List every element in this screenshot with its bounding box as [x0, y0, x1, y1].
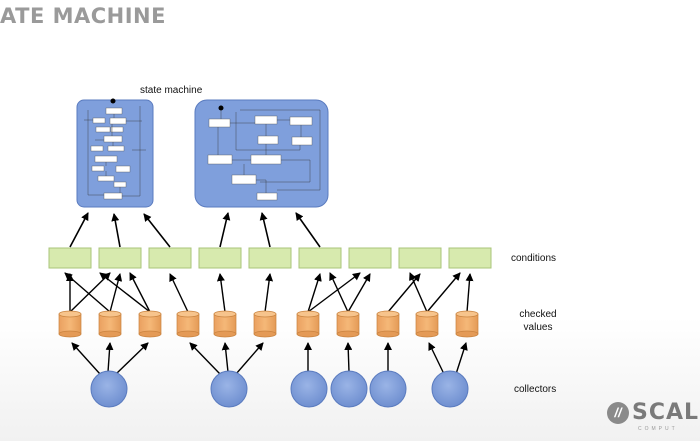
logo-subtext: COMPUT	[638, 426, 678, 432]
checked-value-cylinder	[213, 310, 237, 338]
state-machine-box-1	[76, 98, 154, 208]
collector-row	[90, 370, 469, 408]
condition-box	[298, 247, 342, 269]
state-machine-box-2	[194, 99, 329, 208]
arrows-to-state-machine-1	[69, 212, 171, 248]
collector-circle	[431, 370, 469, 408]
checked-value-cylinder	[58, 310, 82, 338]
collector-circle	[90, 370, 128, 408]
state-machine-label: state machine	[140, 85, 203, 96]
checked-value-cylinder	[138, 310, 162, 338]
checked-value-cylinder	[98, 310, 122, 338]
slide-title: ATE MACHINE	[0, 4, 166, 28]
condition-box	[448, 247, 492, 269]
checked-value-cylinder	[415, 310, 439, 338]
condition-box	[98, 247, 142, 269]
checked-value-cylinder	[336, 310, 360, 338]
checked-value-cylinder	[455, 310, 479, 338]
checked-value-cylinder	[296, 310, 320, 338]
checked-label-line1: checked	[519, 309, 557, 320]
condition-row	[48, 247, 492, 269]
conditions-label: conditions	[511, 253, 557, 264]
checked-label-line2: values	[523, 322, 553, 333]
condition-box	[198, 247, 242, 269]
collector-circle	[210, 370, 248, 408]
logo-mark-icon: //	[607, 401, 629, 424]
condition-box	[398, 247, 442, 269]
checked-value-cylinder	[176, 310, 200, 338]
condition-box	[348, 247, 392, 269]
collector-circle	[369, 370, 407, 408]
condition-box	[248, 247, 292, 269]
condition-box	[148, 247, 192, 269]
collector-circle	[330, 370, 368, 408]
arrows-to-state-machine-2	[219, 212, 321, 248]
collectors-label: collectors	[514, 384, 557, 395]
arrows-to-conditions	[64, 272, 474, 313]
checked-value-row	[58, 310, 479, 338]
checked-value-cylinder	[376, 310, 400, 338]
company-logo: // SCAL	[607, 400, 699, 425]
checked-values-label: checked values	[514, 308, 562, 334]
condition-box	[48, 247, 92, 269]
collector-circle	[290, 370, 328, 408]
logo-text: SCAL	[632, 400, 700, 425]
checked-value-cylinder	[253, 310, 277, 338]
arrows-to-checked-values	[71, 342, 468, 375]
